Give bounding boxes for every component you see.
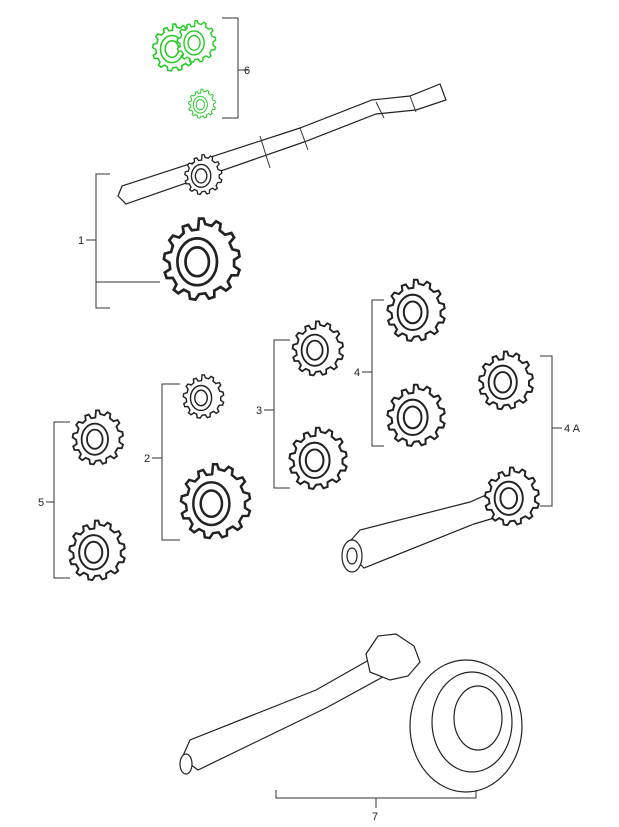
gear-icon[interactable] <box>182 374 225 419</box>
group-7-bracket <box>275 790 477 808</box>
main-shaft[interactable] <box>117 83 447 205</box>
group-3-gears[interactable] <box>288 320 348 491</box>
label-group-1: 1 <box>78 235 84 247</box>
ring-gear[interactable] <box>409 659 523 793</box>
label-group-4: 4 <box>354 367 360 379</box>
label-group-3: 3 <box>256 405 262 417</box>
gear-icon[interactable] <box>477 350 534 411</box>
group-1-bracket <box>86 173 160 309</box>
gear-icon[interactable] <box>483 466 540 527</box>
group-6-bracket <box>222 17 248 119</box>
group-5-gears[interactable] <box>68 409 126 582</box>
group-7-ring-pinion[interactable] <box>179 633 523 793</box>
gear-icon[interactable] <box>288 426 348 491</box>
group-5-bracket <box>46 421 70 579</box>
gear-icon[interactable] <box>162 217 241 302</box>
label-group-4a: 4 A <box>564 423 581 435</box>
label-group-7: 7 <box>372 811 378 823</box>
group-4-gears[interactable] <box>386 278 446 448</box>
group-2-gears[interactable] <box>179 374 252 540</box>
label-group-5: 5 <box>38 497 44 509</box>
group-4-bracket <box>362 299 384 447</box>
gear-icon[interactable] <box>291 320 344 377</box>
gear-icon[interactable] <box>187 88 216 119</box>
gear-icon[interactable] <box>71 409 125 466</box>
label-group-2: 2 <box>144 453 150 465</box>
gear-icon[interactable] <box>68 519 126 582</box>
label-group-6: 6 <box>244 65 250 77</box>
group-3-bracket <box>264 339 290 489</box>
gear-icon[interactable] <box>386 278 446 342</box>
group-4a-bracket <box>540 355 562 507</box>
group-6-gears[interactable] <box>151 20 217 119</box>
gear-icon[interactable] <box>179 462 252 540</box>
gear-icon[interactable] <box>386 383 446 448</box>
group-2-bracket <box>152 383 180 541</box>
group-1-gear[interactable] <box>162 217 241 302</box>
group-4a-shaft[interactable] <box>341 350 540 573</box>
